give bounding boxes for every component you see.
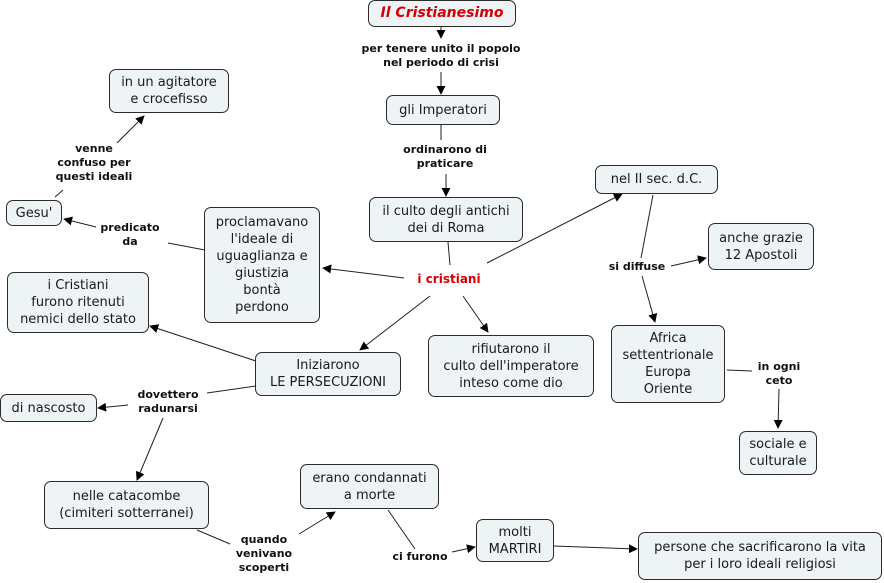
- node-culto-antichi[interactable]: il culto degli antichi dei di Roma: [369, 197, 523, 242]
- edge-condannati-to-label: [387, 509, 416, 550]
- edge-label-to-catacombe: [135, 417, 164, 481]
- node-agitatore[interactable]: in un agitatore e crocefisso: [109, 69, 229, 113]
- edge-cristiani-to-rifiutarono: [462, 295, 489, 333]
- edge-gesu-to-label: [54, 189, 64, 198]
- node-ritenuti-nemici[interactable]: i Cristiani furono ritenuti nemici dello…: [7, 272, 149, 333]
- node-sociale[interactable]: sociale e culturale: [739, 431, 817, 475]
- edge-label-to-condannati: [298, 511, 336, 535]
- node-condannati[interactable]: erano condannati a morte: [300, 464, 439, 509]
- title-node[interactable]: Il Cristianesimo: [368, 0, 516, 27]
- edge-cristiani-to-secolo: [486, 193, 623, 264]
- edge-proclamavano-to-label: [167, 242, 206, 251]
- node-persone[interactable]: persone che sacrificarono la vita per i …: [638, 532, 882, 580]
- link-label-tenere-unito: per tenere unito il popolo nel periodo d…: [361, 42, 521, 69]
- node-martiri[interactable]: molti MARTIRI: [476, 519, 554, 562]
- edge-africa-to-label: [726, 369, 753, 372]
- edge-label-to-martiri: [451, 544, 476, 554]
- edge-catacombe-to-label: [196, 529, 231, 545]
- edge-secolo-to-label: [640, 194, 654, 259]
- link-label-dovettero: dovettero radunarsi: [137, 388, 199, 415]
- node-persecuzioni[interactable]: Iniziarono LE PERSECUZIONI: [255, 352, 401, 396]
- link-label-venne-confuso: venne confuso per questi ideali: [55, 142, 133, 183]
- link-label-ordinarono: ordinarono di praticare: [403, 143, 487, 170]
- link-label-in-ogni-ceto: in ogni ceto: [757, 360, 801, 387]
- link-label-predicato-da: predicato da: [100, 221, 160, 248]
- node-africa[interactable]: Africa settentrionale Europa Oriente: [611, 325, 725, 403]
- edge-label-to-africa: [641, 275, 658, 323]
- edge-label-to-gesu: [63, 216, 97, 228]
- node-proclamavano[interactable]: proclamavano l'ideale di uguaglianza e g…: [204, 207, 320, 323]
- edge-cristiani-to-persecuzioni: [359, 295, 431, 351]
- edge-martiri-to-persone: [553, 544, 638, 554]
- node-secolo[interactable]: nel II sec. d.C.: [595, 165, 718, 194]
- edge-persecuzioni-to-nemici: [149, 324, 257, 362]
- edge-label-to-nascosto: [97, 402, 129, 412]
- link-label-si-diffuse: si diffuse: [608, 260, 666, 273]
- node-rifiutarono[interactable]: rifiutarono il culto dell'imperatore int…: [428, 335, 594, 397]
- edge-persecuzioni-to-label: [206, 385, 257, 394]
- edge-culto-to-cristiani: [447, 241, 451, 266]
- node-catacombe[interactable]: nelle catacombe (cimiteri sotterranei): [44, 481, 209, 529]
- link-label-ci-furono: ci furono: [392, 550, 448, 563]
- edge-label-to-agitatore: [116, 115, 145, 144]
- node-imperatori[interactable]: gli Imperatori: [386, 95, 500, 125]
- edge-label-to-apostoli: [670, 255, 707, 267]
- edge-cristiani-to-proclamavano: [322, 264, 405, 279]
- edge-label-to-sociale: [773, 388, 783, 429]
- link-label-quando: quando venivano scoperti: [235, 533, 293, 574]
- link-label-i-cristiani: i cristiani: [417, 272, 481, 286]
- node-gesu[interactable]: Gesu': [6, 200, 62, 226]
- node-apostoli[interactable]: anche grazie 12 Apostoli: [708, 223, 814, 270]
- node-nascosto[interactable]: di nascosto: [0, 394, 97, 422]
